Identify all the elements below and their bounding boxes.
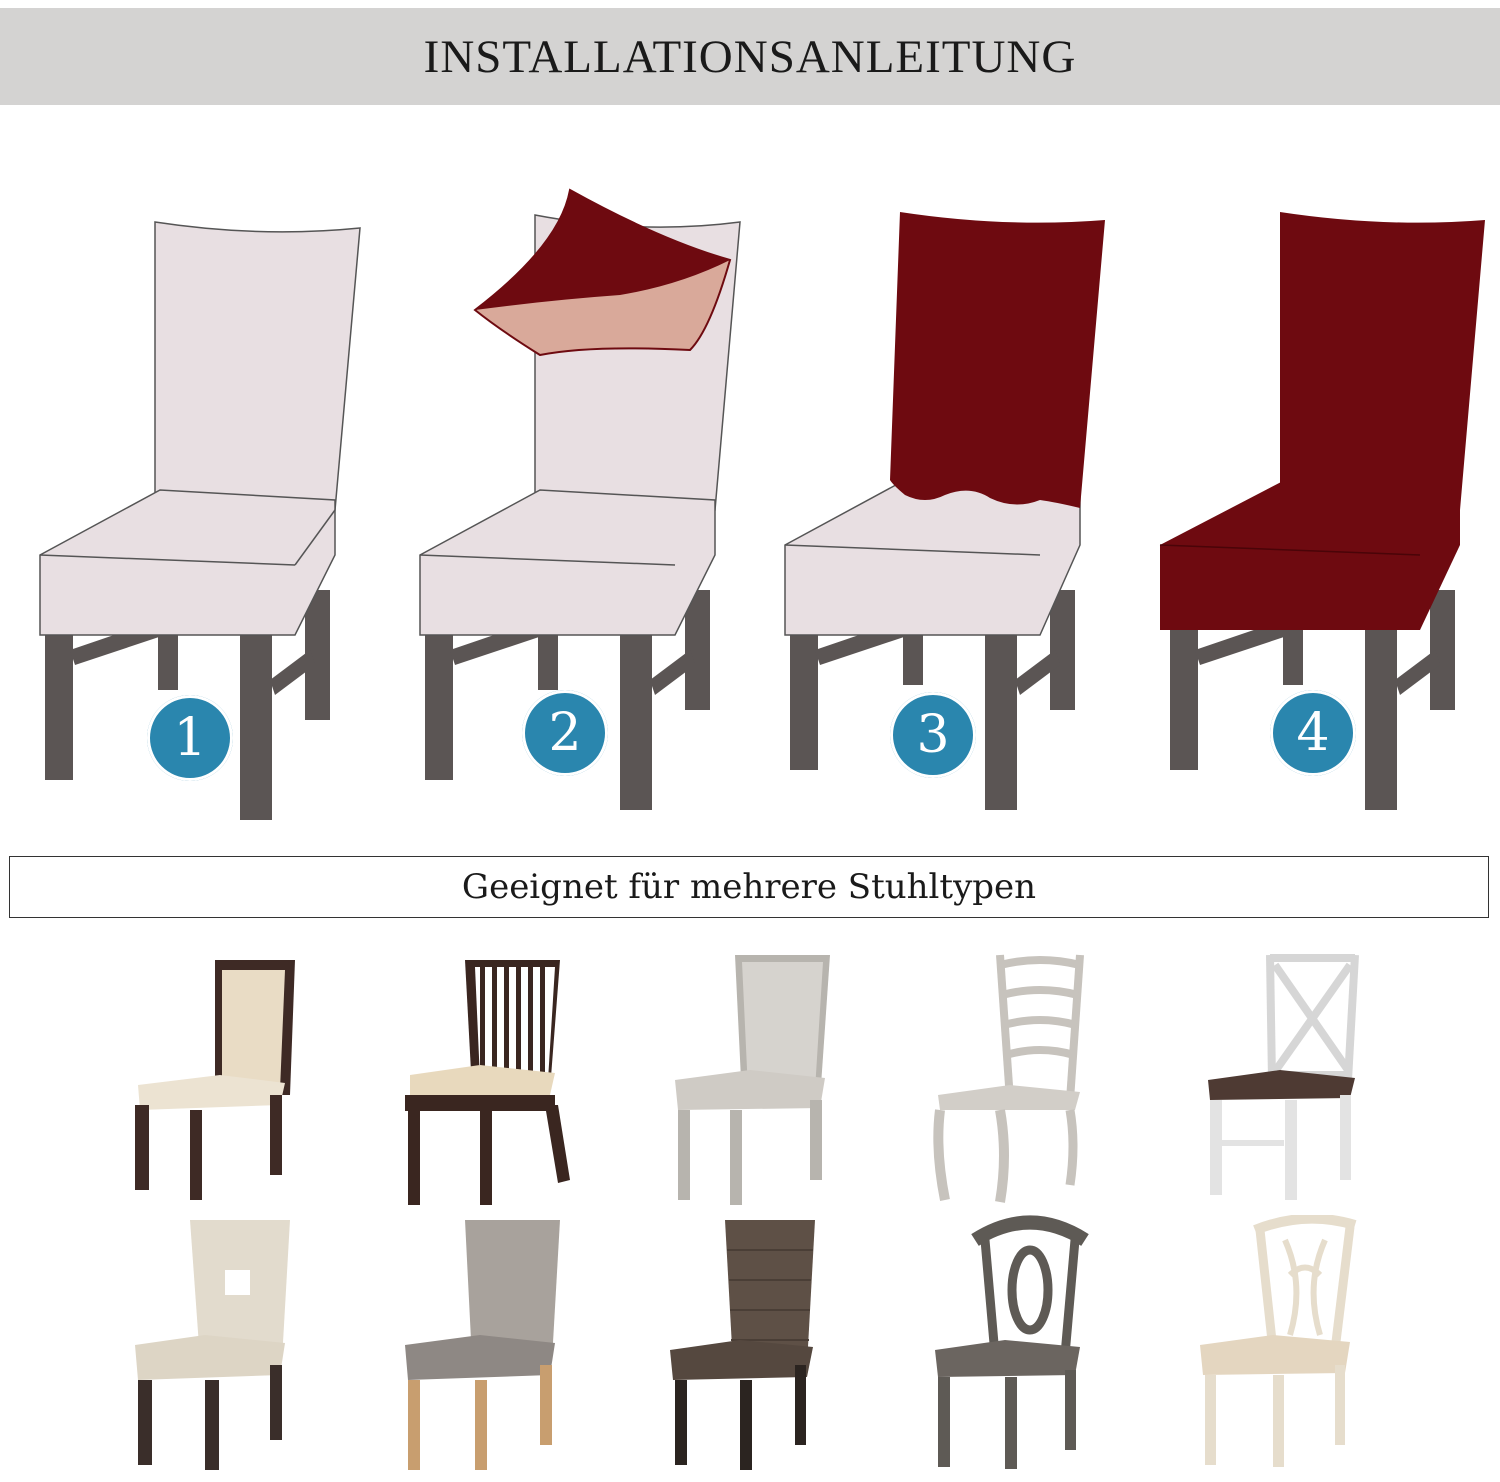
title-banner: INSTALLATIONSANLEITUNG <box>0 8 1500 105</box>
chair-type-grey-nailhead <box>405 1220 560 1470</box>
suitable-label: Geeignet für mehrere Stuhltypen <box>461 867 1037 907</box>
chair-type-slatted-back <box>405 960 570 1205</box>
chair-types-gallery <box>0 940 1500 1480</box>
chair-type-chippendale <box>1200 1215 1357 1467</box>
step-2-chair-illustration <box>419 188 741 810</box>
chair-type-grey-frame <box>675 955 830 1205</box>
suitable-banner: Geeignet für mehrere Stuhltypen <box>9 856 1489 918</box>
chair-type-ladder-back <box>933 954 1084 1203</box>
step-3-chair-illustration <box>784 212 1105 810</box>
chair-type-brown-channel <box>670 1220 815 1470</box>
step-4-chair-illustration <box>1159 212 1485 810</box>
step-2-badge: 2 <box>522 690 608 776</box>
step-3-badge: 3 <box>890 692 976 778</box>
page-title: INSTALLATIONSANLEITUNG <box>423 30 1077 83</box>
chair-type-cross-back <box>1208 954 1359 1200</box>
chair-type-napoleon <box>935 1215 1089 1469</box>
chair-type-cream-upholstered <box>135 960 295 1200</box>
step-1-chair-illustration <box>39 221 361 820</box>
step-4-badge: 4 <box>1270 690 1356 776</box>
step-1-badge: 1 <box>147 695 233 781</box>
installation-steps: 1 2 3 4 <box>0 180 1500 830</box>
chair-type-keyhole-parsons <box>135 1220 290 1470</box>
